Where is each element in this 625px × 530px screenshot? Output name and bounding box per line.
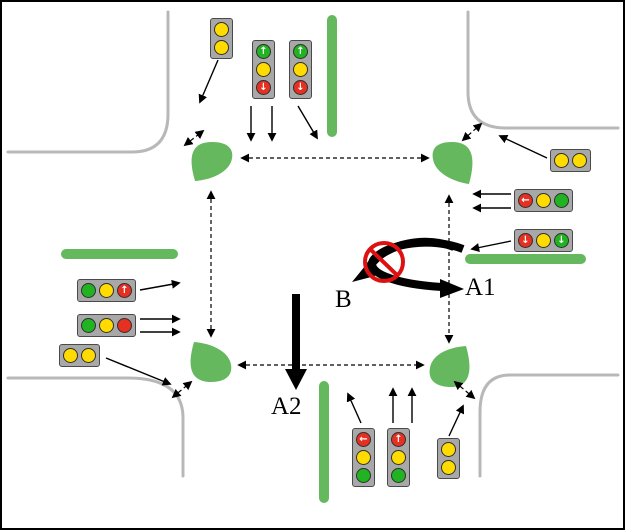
signal-light-red-arrow: ↓	[518, 233, 533, 248]
signal-light-green	[81, 318, 96, 333]
signal-light-red	[117, 318, 132, 333]
signal-pointer-arrow	[198, 59, 219, 104]
signal-pointer-arrow	[470, 240, 512, 252]
signal-right-upper: ←	[514, 189, 573, 212]
signal-top-outer: ↑↓	[289, 40, 312, 99]
label-movement-b: B	[335, 286, 352, 313]
signal-light-green	[356, 468, 371, 483]
signal-light-yellow	[391, 450, 406, 465]
signal-light-green	[391, 468, 406, 483]
signal-top-left-twin-yellow	[210, 18, 233, 59]
signal-pointer-arrow	[105, 357, 172, 386]
traffic-island-bottom-left	[190, 342, 232, 382]
median-strip-right	[465, 254, 586, 264]
road-curb-bottom-right	[478, 373, 620, 478]
signal-top-inner: ↑↓	[252, 40, 275, 99]
label-movement-a2: A2	[271, 393, 302, 420]
signal-light-yellow	[536, 193, 551, 208]
signal-pointer-arrow	[498, 134, 548, 159]
movement-arrow-b	[364, 237, 456, 271]
traffic-island-bottom-right	[429, 346, 470, 388]
signal-light-red-arrow: ↓	[256, 80, 271, 95]
signal-light-red-arrow: ↑	[117, 283, 132, 298]
signal-pointer-arrow	[139, 279, 181, 291]
label-movement-a1: A1	[465, 274, 496, 301]
signal-light-red-arrow: ←	[518, 193, 533, 208]
signal-left-lower	[77, 314, 136, 337]
signal-light-yellow	[536, 233, 551, 248]
signal-light-yellow	[99, 318, 114, 333]
median-strip-bottom	[319, 381, 329, 503]
dashed-guide-arrow-corner-top-left	[183, 129, 205, 147]
signal-light-green	[554, 193, 569, 208]
signal-light-yellow	[356, 450, 371, 465]
signal-pointer-arrow	[346, 392, 362, 424]
signal-light-green-arrow: ↓	[554, 233, 569, 248]
signal-bottom-outer: ↑	[387, 428, 410, 487]
signal-light-yellow	[214, 40, 229, 55]
signal-light-red-arrow: ←	[356, 432, 371, 447]
signal-light-yellow	[293, 62, 308, 77]
signal-light-green	[81, 283, 96, 298]
signal-right-lower: ↓↓	[514, 229, 573, 252]
signal-pointer-arrow	[297, 105, 318, 140]
movement-arrow-a1-head	[440, 279, 464, 298]
prohibition-icon	[363, 241, 405, 283]
movement-arrow-a2-head	[285, 369, 307, 390]
signal-top-right-twin-yellow	[550, 149, 591, 172]
prohibition-slash-icon	[368, 247, 400, 278]
signal-light-yellow	[63, 348, 78, 363]
signal-light-yellow	[441, 460, 456, 475]
signal-light-red-arrow: ↑	[391, 432, 406, 447]
signal-light-yellow	[256, 62, 271, 77]
traffic-island-top-left	[191, 142, 233, 181]
signal-left-upper: ↑	[77, 279, 136, 302]
signal-pointer-arrow	[448, 404, 465, 437]
signal-light-green-arrow: ↑	[256, 44, 271, 59]
traffic-island-top-right	[432, 142, 473, 184]
median-strip-left	[61, 249, 178, 259]
signal-light-yellow	[99, 283, 114, 298]
road-curb-top-left	[6, 10, 170, 154]
signal-bottom-right-twin-yellow	[437, 438, 460, 479]
signal-light-yellow	[214, 22, 229, 37]
signal-light-yellow	[81, 348, 96, 363]
median-strip-top	[327, 15, 337, 137]
signal-light-red-arrow: ↓	[293, 80, 308, 95]
signal-light-yellow	[554, 153, 569, 168]
signal-bottom-inner: ←	[352, 428, 375, 487]
signal-light-yellow	[572, 153, 587, 168]
signal-light-green-arrow: ↑	[293, 44, 308, 59]
dashed-guide-arrow-corner-bottom-left	[171, 380, 193, 399]
road-curb-top-right	[466, 10, 620, 130]
signal-bottom-left-twin-yellow	[59, 344, 100, 367]
signal-light-yellow	[441, 442, 456, 457]
road-curb-bottom-left	[6, 376, 185, 478]
